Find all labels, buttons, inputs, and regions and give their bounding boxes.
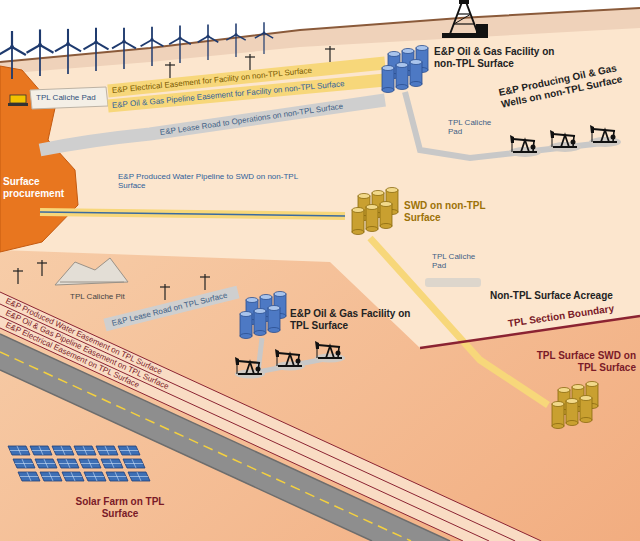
wind-turbine: [0, 31, 26, 79]
road-label: E&P Lease Road to Operations on non-TPL …: [159, 102, 343, 138]
road-label: E&P Lease Road on TPL Surface: [111, 290, 228, 327]
easement-line: [0, 304, 515, 541]
power-pole: [160, 284, 170, 300]
caliche-pit: [55, 258, 128, 285]
wind-turbine: [141, 27, 164, 66]
pumpjack: [550, 130, 577, 147]
wind-turbines: [0, 22, 273, 79]
lease-road: [40, 100, 385, 150]
caliche-pad: [30, 87, 108, 109]
pit-label: TPL Caliche Pit: [70, 292, 125, 301]
wind-turbine: [27, 29, 54, 76]
easement-line: [0, 328, 463, 541]
bulldozer: [8, 95, 28, 106]
power-pole: [165, 62, 175, 78]
easement-line: [0, 292, 541, 541]
easement-corridor: [0, 292, 541, 541]
wind-turbine: [83, 28, 108, 71]
wind-turbine: [169, 26, 191, 63]
power-pole: [245, 54, 255, 70]
produced-water-easement: [40, 212, 345, 216]
pumpjack: [590, 125, 617, 142]
wind-turbine: [255, 22, 273, 54]
power-pole: [325, 46, 335, 62]
area-label: Non-TPL Surface Acreage: [490, 290, 613, 302]
pumpjack: [315, 341, 342, 358]
wind-turbine: [226, 23, 245, 57]
highway: [0, 334, 450, 541]
swd-tanks: [552, 382, 598, 429]
oil-gas-tanks: [240, 292, 286, 339]
power-pole: [200, 274, 210, 290]
facility-label: E&P Oil & Gas Facility on non-TPL Surfac…: [434, 46, 558, 69]
highway-edge: [0, 334, 450, 541]
caliche-pad: [425, 278, 481, 287]
wind-turbine: [112, 28, 136, 69]
pumpjack: [510, 135, 537, 152]
solar-label: Solar Farm on TPL Surface: [70, 496, 170, 519]
pad-label: TPL Caliche Pad: [448, 118, 503, 136]
boundary-label: TPL Section Boundary: [507, 303, 615, 330]
pad-label: TPL Caliche Pad: [36, 93, 96, 102]
drilling-rig: [442, 0, 488, 38]
highway-centerline: [0, 352, 411, 541]
area-label: Surface procurement: [3, 176, 73, 199]
wind-turbine: [198, 24, 219, 60]
power-pole: [13, 268, 23, 284]
swd-label: SWD on non-TPL Surface: [404, 200, 488, 223]
oil-gas-tanks: [382, 46, 428, 93]
produced-water-pipeline: [40, 212, 345, 216]
solar-farm: [8, 446, 150, 481]
swd-label: TPL Surface SWD on TPL Surface: [528, 350, 636, 373]
wells-label: E&P Producing Oil & Gas Wells on non-TPL…: [498, 58, 636, 109]
easement-label: E&P Oil & Gas Pipeline Easement on TPL S…: [4, 309, 170, 392]
easement-line: [0, 316, 489, 541]
pumpjack: [275, 349, 302, 366]
swd-tanks: [352, 188, 398, 235]
pumpjack: [235, 357, 262, 374]
non-tpl-ground: [0, 8, 640, 348]
pipeline-label: E&P Produced Water Pipeline to SWD on no…: [118, 172, 318, 190]
wind-turbine: [55, 29, 81, 74]
power-pole: [37, 260, 47, 276]
facility-label: E&P Oil & Gas Facility on TPL Surface: [290, 308, 418, 331]
pad-label: TPL Caliche Pad: [432, 252, 487, 270]
highway-edge: [0, 370, 372, 541]
